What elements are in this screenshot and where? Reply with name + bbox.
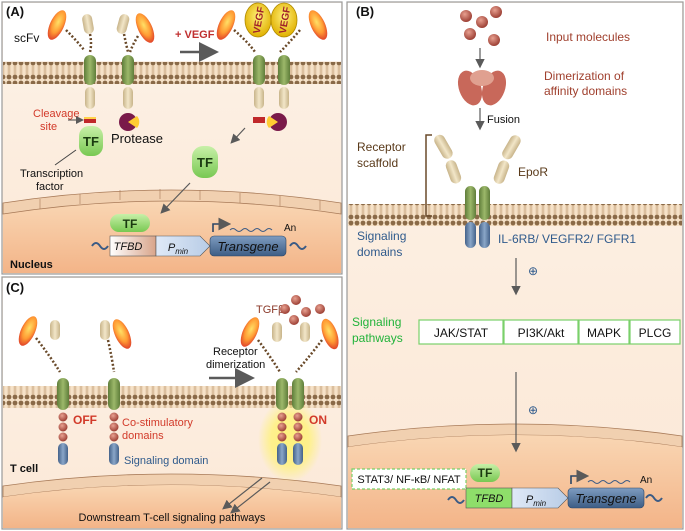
panel-a: (A) scFv TF Cleavage site Protease [1,1,343,275]
receptor-left-unbound: TF [47,10,103,156]
pathway-jak: JAK/STAT [434,326,489,340]
tf-bound-label: TF [83,134,99,149]
input-molecules-icon [460,6,502,46]
receptor-dimer-vegf: VEGF VEGF [216,2,328,131]
polya-b-label: An [640,475,652,486]
panel-c-membrane [3,386,341,408]
pathways-label-2: pathways [352,331,403,345]
receptor-dimerization-2: dimerization [206,359,265,371]
scaffold-label-1: Receptor [357,140,406,154]
receptor-off-2 [100,319,132,465]
gene-construct-a: TF TFBD Pmin Transgene An [91,214,307,257]
dimerization-icon [457,70,507,106]
tf-bound [79,126,103,156]
plus-symbol-1: ⊕ [528,264,538,278]
signaling-domains-label-2: domains [357,245,402,259]
transgene-b-label: Transgene [575,491,636,506]
gene-construct-b: STAT3/ NF-κB/ NFAT TF TFBD Pmin Transgen… [351,464,663,509]
panel-c-nucleus [3,485,341,528]
pathway-box-plcg[interactable] [629,319,681,345]
panel-b-membrane [348,204,682,226]
costim-label-1: Co-stimulatory [122,417,193,429]
pathways-label-1: Signaling [352,315,401,329]
scaffold-bracket [425,134,432,217]
pathway-mapk: MAPK [587,326,621,340]
tf-translocation-arrow [160,182,191,214]
costim-label-2: domains [122,430,164,442]
panel-a-nuclear-envelope [2,189,342,215]
tf-on-promoter [110,214,150,232]
tf-list-label: STAT3/ NF-κB/ NFAT [357,474,461,486]
receptor-off-1 [18,316,69,465]
tf-desc-2: factor [36,181,64,193]
nuclear-pores [39,189,321,210]
signaling-domains-label-1: Signaling [357,229,406,243]
pathway-box-jak[interactable] [418,319,504,345]
downstream-arrow-1 [222,477,263,510]
tf-released [192,146,218,178]
receptor-on-dimer: TGFβ [240,295,339,465]
pmin-sub: min [175,247,188,256]
cleavage-label-2: site [40,121,57,133]
tfbd-label: TFBD [114,241,143,253]
fusion-label: Fusion [487,114,520,126]
transgene-label: Transgene [217,239,278,254]
panel-b-label: (B) [356,4,374,19]
pathway-box-mapk[interactable] [578,319,630,345]
cleavage-label-1: Cleavage [33,108,79,120]
vegf-text-2: VEGF [278,6,294,35]
epor-label: EpoR [518,165,548,179]
receptor-protease-unbound [116,13,155,131]
on-label: ON [309,413,327,427]
downstream-arrow-2 [230,481,271,514]
panel-b-extracellular [348,3,682,204]
signaling-domain-label: Signaling domain [124,455,208,467]
pmin-b-sub: min [533,499,546,508]
panel-a-label: (A) [6,4,24,19]
protease-label: Protease [111,131,163,146]
panel-c-label: (C) [6,280,24,295]
dimerization-label-2: affinity domains [544,84,627,98]
scfv-icon [47,10,67,40]
tf-promoter-label: TF [123,217,138,231]
polya-label: An [284,223,296,234]
svg-text:Pmin: Pmin [168,242,189,256]
tgfb-label: TGFβ [256,304,284,316]
tf-pointer [54,149,77,166]
pathway-plcg: PLCG [639,326,672,340]
pathway-box-pi3k[interactable] [503,319,579,345]
panel-c: (C) OFF Co-stimulatory domains Signaling… [1,276,343,530]
on-glow [258,398,322,482]
vegf-arrow-label: + VEGF [175,29,215,41]
downstream-label: Downstream T-cell signaling pathways [79,512,266,524]
panel-b: (B) Input molecules Dimerization of affi… [346,1,684,530]
t-cell-label: T cell [10,463,38,475]
tf-b-label: TF [478,466,493,480]
scaffold-label-2: scaffold [357,156,398,170]
tf-desc-1: Transcription [20,168,83,180]
tf-released-label: TF [197,155,213,170]
dimerization-label-1: Dimerization of [544,69,625,83]
input-molecules-label: Input molecules [546,30,630,44]
receptor-dimerization-1: Receptor [213,346,258,358]
tf-list-box [351,468,467,490]
scfv-label: scFv [14,31,39,45]
pathway-pi3k: PI3K/Akt [518,326,565,340]
panel-a-membrane [3,62,341,84]
off-label: OFF [73,413,97,427]
plus-symbol-2: ⊕ [528,403,538,417]
cleavage-release-arrow [230,127,246,144]
tfbd-b-label: TFBD [475,493,504,505]
pmin-b-label: P [526,494,534,506]
vegf-text-1: VEGF [252,6,268,35]
epor-scaffold [434,134,521,248]
nucleus-label: Nucleus [10,259,53,271]
pmin-label: P [168,242,176,254]
domains-list: IL-6RB/ VEGFR2/ FGFR1 [498,232,636,246]
vegf-icon-2 [270,2,298,38]
tf-b [470,464,500,482]
svg-text:Pmin: Pmin [526,494,547,508]
pathway-boxes: JAK/STAT PI3K/Akt MAPK PLCG [418,319,681,345]
